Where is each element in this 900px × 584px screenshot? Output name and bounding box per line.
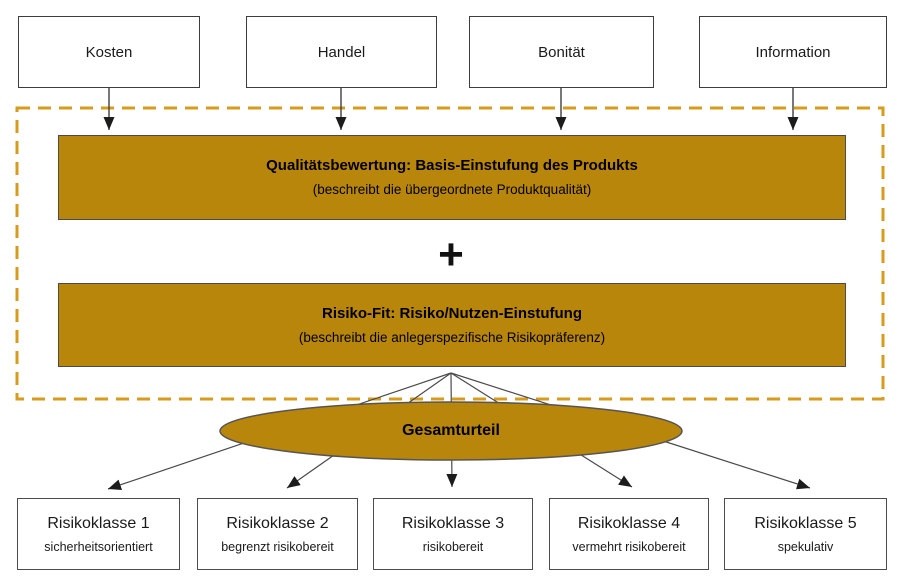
risk-class-name: Risikoklasse 4 — [577, 515, 681, 532]
risk-class-name: Risikoklasse 5 — [754, 515, 857, 532]
risk-class-box-5: Risikoklasse 5 spekulativ — [724, 498, 887, 570]
factor-box-kosten: Kosten — [18, 16, 200, 88]
risk-class-description: spekulativ — [777, 540, 834, 554]
factor-box-handel: Handel — [246, 16, 437, 88]
risk-class-box-3: Risikoklasse 3 risikobereit — [373, 498, 533, 570]
quality-box-title: Qualitätsbewertung: Basis-Einstufung des… — [266, 157, 638, 174]
overall-ellipse-label: Gesamturteil — [402, 422, 500, 439]
risk-class-description: risikobereit — [422, 540, 484, 554]
risk-fit-box-subtitle: (beschreibt die anlegerspezifische Risik… — [298, 329, 606, 345]
risk-class-box-4: Risikoklasse 4 vermehrt risikobereit — [549, 498, 709, 570]
factor-box-bonitaet: Bonität — [469, 16, 654, 88]
risk-fit-box-title: Risiko-Fit: Risiko/Nutzen-Einstufung — [322, 304, 582, 322]
risk-class-description: begrenzt risikobereit — [221, 540, 334, 554]
risk-class-description: sicherheitsorientiert — [44, 540, 153, 554]
factor-label: Kosten — [85, 43, 133, 61]
factor-label: Information — [755, 43, 831, 61]
risk-class-box-1: Risikoklasse 1 sicherheitsorientiert — [17, 498, 180, 570]
risk-class-name: Risikoklasse 2 — [226, 515, 329, 532]
factor-box-information: Information — [699, 16, 887, 88]
risk-class-description: vermehrt risikobereit — [572, 540, 686, 554]
plus-sign: + — [438, 230, 464, 279]
factor-label: Handel — [317, 43, 366, 61]
risk-class-name: Risikoklasse 3 — [401, 515, 505, 532]
quality-box: Qualitätsbewertung: Basis-Einstufung des… — [58, 135, 846, 220]
risk-fit-box: Risiko-Fit: Risiko/Nutzen-Einstufung (be… — [58, 283, 846, 367]
risk-class-box-2: Risikoklasse 2 begrenzt risikobereit — [197, 498, 358, 570]
overall-ellipse — [219, 401, 683, 461]
dashed-group-border — [15, 106, 885, 401]
quality-box-subtitle: (beschreibt die übergeordnete Produktqua… — [312, 182, 592, 197]
factor-label: Bonität — [538, 43, 585, 61]
risk-class-name: Risikoklasse 1 — [47, 515, 150, 532]
